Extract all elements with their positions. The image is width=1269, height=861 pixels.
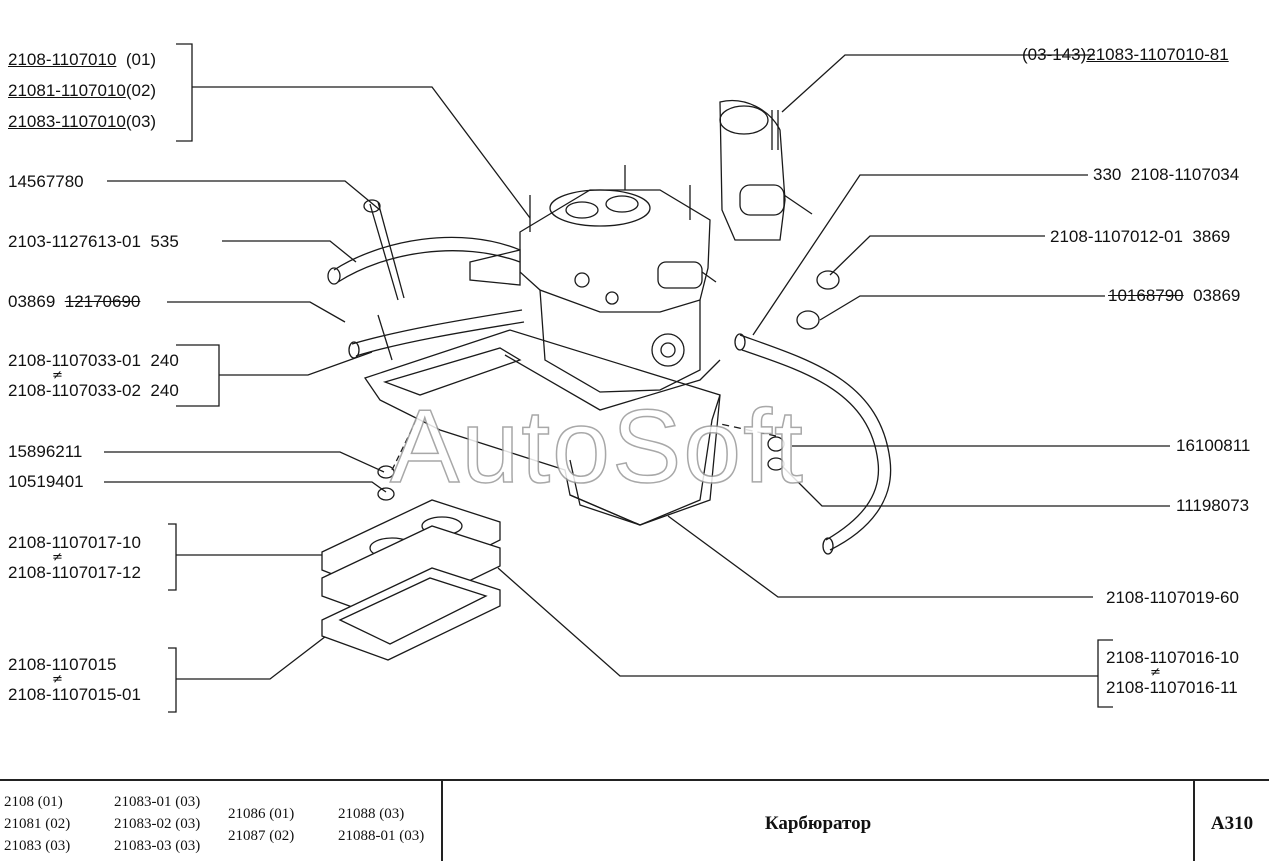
watermark: AutoSoft bbox=[389, 389, 805, 505]
divider bbox=[441, 781, 443, 861]
model-entry: 21083-03 (03) bbox=[114, 838, 201, 854]
model-entry: 21083-01 (03) bbox=[114, 794, 201, 810]
label-carb-02-number: 21081-1107010 bbox=[8, 81, 126, 100]
page-title: Карбюратор bbox=[764, 813, 872, 834]
label-carb-03-suffix: (03) bbox=[125, 112, 157, 131]
label-03869-12170690: 03869 12170690 bbox=[8, 292, 140, 312]
model-entry: 21087 (02) bbox=[228, 828, 295, 844]
label-2108-1107033-01: 2108-1107033-01 240 bbox=[8, 351, 179, 370]
model-entry: 21088 (03) bbox=[338, 806, 405, 822]
label-16100811: 16100811 bbox=[1176, 436, 1251, 455]
label-10168790: 10168790 bbox=[1108, 286, 1184, 305]
label-2108-1107017-12: 2108-1107017-12 bbox=[8, 563, 141, 582]
not-equal-icon: ≠ bbox=[1150, 665, 1161, 680]
label-2108-1107016-11: 2108-1107016-11 bbox=[1106, 678, 1238, 697]
carburetor-exploded-drawing bbox=[104, 43, 1170, 713]
label-10168790-03869: 10168790 03869 bbox=[1108, 286, 1240, 306]
model-entry: 21088-01 (03) bbox=[338, 828, 425, 844]
label-2108-1107016-10: 2108-1107016-10 bbox=[1106, 648, 1239, 667]
label-carb-02: 21081-1107010(02) bbox=[8, 81, 156, 101]
label-21083-1107010-81: (03-143)21083-1107010-81 bbox=[1022, 45, 1229, 65]
not-equal-icon: ≠ bbox=[52, 368, 63, 383]
label-2108-1107033-02: 2108-1107033-02 240 bbox=[8, 381, 179, 400]
label-15896211: 15896211 bbox=[8, 442, 83, 461]
label-carb-02-suffix: (02) bbox=[125, 81, 157, 100]
label-carb-01-suffix: (01) bbox=[116, 50, 157, 69]
label-03-143: (03-143) bbox=[1022, 45, 1087, 64]
label-330-2108-1107034: 330 2108-1107034 bbox=[1093, 165, 1240, 184]
label-03869: 03869 bbox=[8, 292, 65, 311]
models-column-3: 21086 (01) 21087 (02) bbox=[228, 803, 294, 847]
label-2108-1107015: 2108-1107015 bbox=[8, 655, 117, 674]
label-12170690: 12170690 bbox=[64, 292, 141, 311]
label-03869-right: 03869 bbox=[1183, 286, 1241, 305]
label-11198073: 11198073 bbox=[1176, 496, 1250, 515]
models-column-1: 2108 (01) 21081 (02) 21083 (03) bbox=[4, 791, 70, 857]
model-entry: 21083-02 (03) bbox=[114, 816, 201, 832]
label-carb-01: 2108-1107010 (01) bbox=[8, 50, 156, 70]
label-carb-03-number: 21083-1107010 bbox=[8, 112, 126, 131]
label-2108-1107015-01: 2108-1107015-01 bbox=[8, 685, 141, 704]
label-2108-1107019-60: 2108-1107019-60 bbox=[1106, 588, 1239, 607]
not-equal-icon: ≠ bbox=[52, 550, 63, 565]
label-14567780: 14567780 bbox=[8, 172, 84, 191]
models-column-4: 21088 (03) 21088-01 (03) bbox=[338, 803, 424, 847]
label-2108-1107012-01: 2108-1107012-01 3869 bbox=[1050, 227, 1231, 246]
models-column-2: 21083-01 (03) 21083-02 (03) 21083-03 (03… bbox=[114, 791, 200, 857]
label-2108-1107017-10: 2108-1107017-10 bbox=[8, 533, 141, 552]
label-carb-01-number: 2108-1107010 bbox=[8, 50, 117, 69]
label-2103-1127613-01: 2103-1127613-01 535 bbox=[8, 232, 179, 251]
label-carb-03: 21083-1107010(03) bbox=[8, 112, 156, 132]
label-21083-1107010-81-number: 21083-1107010-81 bbox=[1086, 45, 1229, 64]
not-equal-icon: ≠ bbox=[52, 672, 63, 687]
model-entry: 2108 (01) bbox=[4, 794, 63, 810]
model-entry: 21086 (01) bbox=[228, 806, 295, 822]
title-block: 2108 (01) 21081 (02) 21083 (03) 21083-01… bbox=[0, 779, 1269, 861]
page-code: A310 bbox=[1210, 813, 1254, 834]
model-entry: 21083 (03) bbox=[4, 838, 71, 854]
model-entry: 21081 (02) bbox=[4, 816, 71, 832]
divider bbox=[1193, 781, 1195, 861]
label-10519401: 10519401 bbox=[8, 472, 84, 491]
